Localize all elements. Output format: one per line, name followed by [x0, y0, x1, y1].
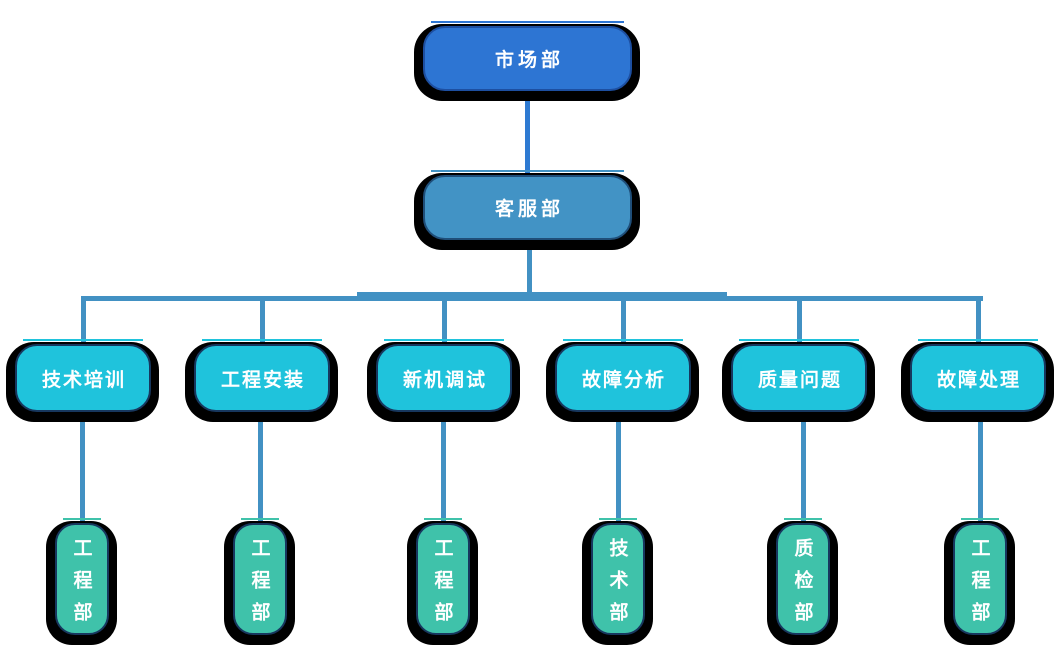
node-label: 工程部	[70, 537, 93, 634]
node-label: 客服部	[494, 198, 564, 220]
node-top-highlight	[961, 518, 999, 520]
connector-drop-engineering-dept-4	[978, 410, 983, 525]
connector-drop-engineering-install	[260, 296, 265, 346]
connector-drop-tech-dept	[616, 410, 621, 525]
node-quality-inspection-dept: 质检部	[767, 518, 838, 645]
node-top-highlight	[599, 518, 637, 520]
node-engineering-dept-1: 工程部	[46, 518, 117, 645]
node-engineering-install: 工程安装	[185, 339, 338, 422]
node-label: 质检部	[791, 537, 814, 634]
node-top-highlight	[23, 339, 143, 341]
node-fault-handling: 故障处理	[901, 339, 1054, 422]
node-label: 工程安装	[220, 368, 305, 391]
node-label: 工程部	[968, 537, 991, 634]
node-top-highlight	[63, 518, 101, 520]
connector-bus-line	[81, 296, 983, 301]
node-tech-training: 技术培训	[6, 339, 159, 422]
node-fault-analysis: 故障分析	[546, 339, 699, 422]
node-label: 市场部	[494, 49, 564, 71]
node-engineering-dept-4: 工程部	[944, 518, 1015, 645]
node-top-highlight	[202, 339, 322, 341]
node-body: 技术部	[591, 523, 645, 635]
node-top-highlight	[241, 518, 279, 520]
node-top-highlight	[918, 339, 1038, 341]
node-top-highlight	[563, 339, 683, 341]
node-body: 工程部	[55, 523, 109, 635]
connector-drop-engineering-dept-3	[441, 410, 446, 525]
node-body: 市场部	[423, 26, 632, 91]
node-body: 工程部	[416, 523, 470, 635]
node-top-highlight	[384, 339, 504, 341]
node-quality-issues: 质量问题	[722, 339, 875, 422]
node-top-highlight	[424, 518, 462, 520]
node-body: 工程部	[233, 523, 287, 635]
connector-drop-engineering-dept-1	[80, 410, 85, 525]
node-engineering-dept-2: 工程部	[224, 518, 295, 645]
node-label: 故障处理	[936, 368, 1021, 391]
node-label: 故障分析	[581, 368, 666, 391]
node-label: 技术培训	[41, 368, 126, 391]
node-body: 工程部	[953, 523, 1007, 635]
node-body: 故障处理	[910, 344, 1046, 412]
connector-drop-quality-issues	[797, 296, 802, 346]
connector-root-to-level2	[525, 89, 530, 177]
node-body: 质量问题	[731, 344, 867, 412]
connector-drop-tech-training	[81, 296, 86, 346]
node-body: 质检部	[776, 523, 830, 635]
node-body: 技术培训	[15, 344, 151, 412]
node-top-highlight	[431, 21, 624, 23]
node-body: 客服部	[423, 175, 632, 240]
connector-drop-fault-handling	[976, 296, 981, 346]
node-customer-service-dept: 客服部	[414, 170, 640, 250]
connector-drop-new-machine-debug	[442, 296, 447, 346]
node-top-highlight	[739, 339, 859, 341]
connector-drop-engineering-dept-2	[258, 410, 263, 525]
connector-bus-line-upper	[357, 292, 727, 297]
node-label: 新机调试	[402, 368, 487, 391]
node-new-machine-debug: 新机调试	[367, 339, 520, 422]
node-label: 技术部	[606, 537, 629, 634]
connector-drop-quality-inspection-dept	[801, 410, 806, 525]
node-body: 故障分析	[555, 344, 691, 412]
node-body: 工程安装	[194, 344, 330, 412]
node-top-highlight	[784, 518, 822, 520]
node-label: 工程部	[248, 537, 271, 634]
node-tech-dept: 技术部	[582, 518, 653, 645]
node-label: 工程部	[431, 537, 454, 634]
node-label: 质量问题	[757, 368, 842, 391]
node-top-highlight	[431, 170, 624, 172]
node-body: 新机调试	[376, 344, 512, 412]
node-marketing-dept: 市场部	[414, 21, 640, 101]
connector-level2-to-bus	[527, 238, 532, 296]
connector-drop-fault-analysis	[621, 296, 626, 346]
node-engineering-dept-3: 工程部	[407, 518, 478, 645]
